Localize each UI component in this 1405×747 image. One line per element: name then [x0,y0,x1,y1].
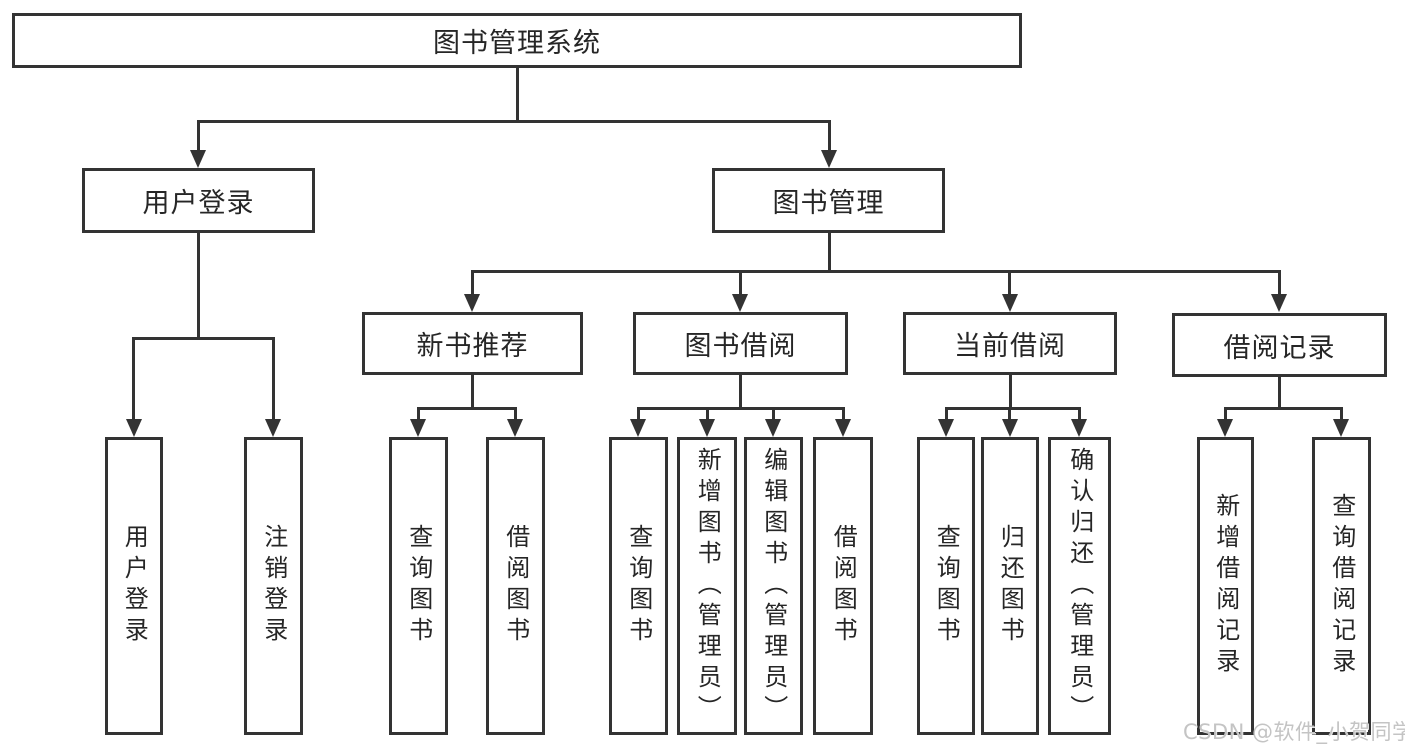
arrow-head-leaf-logout [265,419,281,437]
connector-root-trunk [516,67,519,123]
arrow-stem-borrow-record [1278,270,1281,297]
arrow-head [630,419,646,437]
leaf-borrow-books-borrowing: 借阅图书 [813,437,873,735]
arrow-head-new-book [464,294,480,312]
connector-user-login-rail [132,337,275,340]
leaf-logout-login: 注销登录 [244,437,303,735]
connector-book-borrow-rail [637,407,845,410]
leaf-query-books-current: 查询图书 [917,437,975,735]
arrow-head [765,419,781,437]
connector-new-book-trunk [471,374,474,408]
arrow-head-book-management [821,150,837,168]
arrow-stem [842,407,845,423]
leaf-label: 新增借阅记录 [1211,493,1240,679]
arrow-head [410,419,426,437]
leaf-add-borrow-record: 新增借阅记录 [1197,437,1254,735]
arrow-head [1217,419,1233,437]
arrow-stem-leaf-user-login [132,337,135,423]
arrow-stem [1078,407,1081,423]
connector-book-borrow-trunk [739,374,742,408]
leaf-query-borrow-record: 查询借阅记录 [1312,437,1371,735]
arrow-stem [417,407,420,423]
arrow-head [699,419,715,437]
arrow-stem [772,407,775,423]
connector-book-management-trunk [828,232,831,272]
arrow-head [1002,419,1018,437]
node-book-borrowing: 图书借阅 [633,312,848,375]
leaf-label: 注销登录 [259,524,288,648]
leaf-label: 归还图书 [996,524,1025,648]
leaf-label: 查询图书 [624,524,653,648]
arrow-stem-current-borrow [1008,270,1011,297]
connector-borrow-record-rail [1224,407,1343,410]
leaf-borrow-books-recommend: 借阅图书 [486,437,545,735]
leaf-query-books-recommend: 查询图书 [389,437,448,735]
node-library-system-root: 图书管理系统 [12,13,1022,68]
leaf-return-books: 归还图书 [981,437,1039,735]
leaf-add-books-admin: 新增图书（管理员） [677,437,737,735]
leaf-label: 新增图书（管理员） [693,446,722,726]
arrow-stem [706,407,709,423]
leaf-label: 编辑图书（管理员） [759,446,788,726]
node-book-management: 图书管理 [712,168,945,233]
leaf-label: 查询图书 [932,524,961,648]
node-user-login: 用户登录 [82,168,315,233]
arrow-stem [1224,407,1227,423]
leaf-label: 借阅图书 [501,524,530,648]
arrow-head [835,419,851,437]
arrow-stem [637,407,640,423]
watermark-text: CSDN @软件_小贺同学 [1183,720,1405,744]
node-new-book-recommend: 新书推荐 [362,312,583,375]
leaf-edit-books-admin: 编辑图书（管理员） [744,437,803,735]
connector-level3-rail [471,270,1281,273]
leaf-confirm-return-admin: 确认归还（管理员） [1048,437,1111,735]
arrow-stem [514,407,517,423]
arrow-stem [1340,407,1343,423]
connector-current-borrow-rail [945,407,1081,410]
arrow-stem [945,407,948,423]
arrow-head [938,419,954,437]
leaf-label: 查询图书 [404,524,433,648]
connector-current-borrow-trunk [1009,374,1012,408]
arrow-head [1333,419,1349,437]
arrow-head-current-borrow [1002,294,1018,312]
arrow-head [1071,419,1087,437]
connector-user-login-trunk [197,232,200,338]
arrow-stem-new-book [471,270,474,297]
arrow-head-user-login [190,150,206,168]
arrow-head-book-borrow [732,294,748,312]
connector-new-book-rail [417,407,517,410]
arrow-stem-leaf-logout [272,337,275,423]
arrow-head-leaf-user-login [126,419,142,437]
connector-borrow-record-trunk [1278,376,1281,408]
arrow-stem [1008,407,1011,423]
leaf-label: 确认归还（管理员） [1065,446,1094,726]
arrow-stem-user-login [197,120,200,152]
arrow-head-borrow-record [1271,294,1287,312]
connector-level2-rail [197,120,831,123]
leaf-label: 用户登录 [120,524,149,648]
node-borrowing-records: 借阅记录 [1172,313,1387,377]
node-current-borrowing: 当前借阅 [903,312,1117,375]
arrow-stem-book-management [828,120,831,152]
arrow-stem-book-borrow [739,270,742,297]
leaf-user-login: 用户登录 [105,437,163,735]
arrow-head [507,419,523,437]
leaf-query-books-borrowing: 查询图书 [609,437,668,735]
leaf-label: 查询借阅记录 [1327,493,1356,679]
leaf-label: 借阅图书 [829,524,858,648]
